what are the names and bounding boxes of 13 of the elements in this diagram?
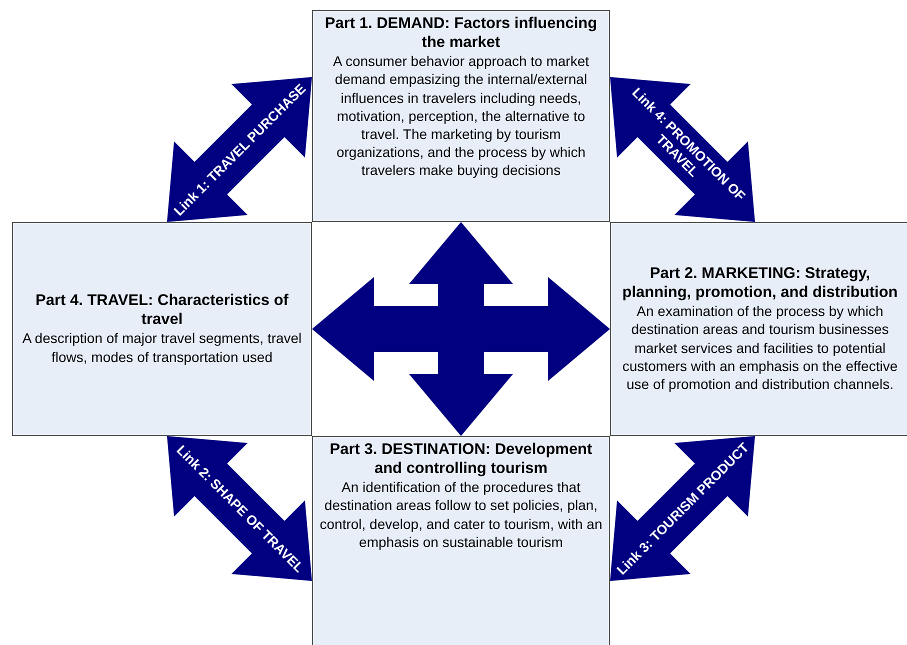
box-description: An examination of the process by which destination areas and tourism businesses market services and facilities to potential customers with an emphasis on the effective use of promotion and distribution channels. (621, 302, 899, 394)
box-heading: Part 1. DEMAND: Factors influencing the market (324, 15, 598, 52)
text-box (312, 10, 610, 222)
block-arrow (312, 277, 610, 381)
box-description: A consumer behavior approach to market demand empasizing the internal/external influences in travelers including needs, motivation, perception, the alternative to travel. The marketing by tourism organizations, and the process by which travelers make buying decisions (332, 52, 590, 180)
box-heading: Part 3. DESTINATION: Development and controlling tourism (328, 441, 594, 478)
box-heading: Part 2. MARKETING: Strategy, planning, promotion, and distribution (621, 264, 899, 302)
box-description: A description of major travel segments, travel flows, modes of transportation used (21, 329, 303, 366)
text-box (12, 222, 312, 436)
text-box (312, 436, 610, 645)
text-box (610, 222, 907, 436)
box-heading: Part 4. TRAVEL: Characteristics of travel (34, 292, 290, 330)
box-description: An identification of the procedures that destination areas follow to set policies, plan, control, develop, and cater to tourism, with an emphasis on sustainable tourism (319, 478, 603, 551)
